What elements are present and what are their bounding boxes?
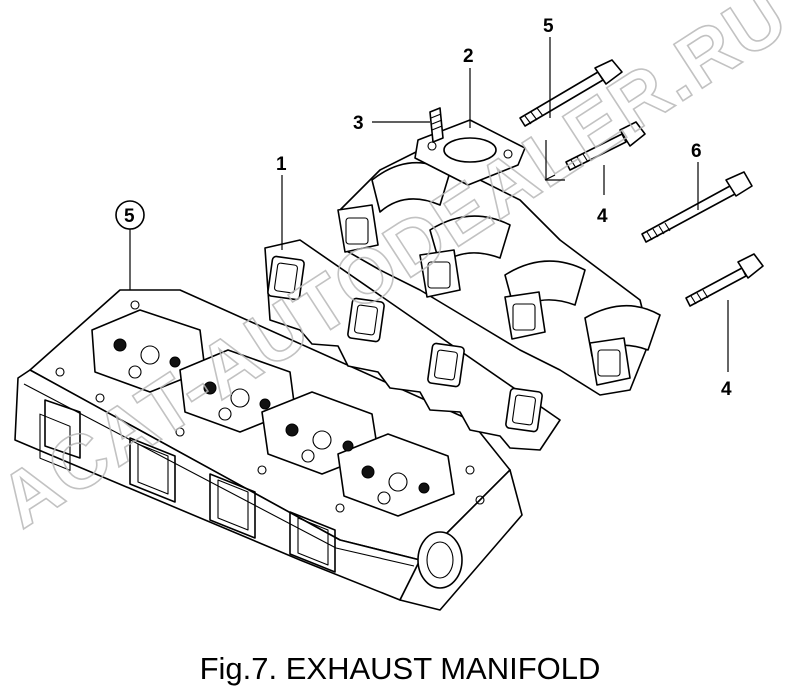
callout-4-upper: 4 [597,206,608,227]
callout-5-circled: 5 [115,200,145,230]
callout-3: 3 [353,113,364,134]
bolt-upper [565,121,646,171]
stud [429,107,444,143]
callout-5: 5 [543,16,554,37]
callout-1: 1 [276,154,287,175]
leader-lines [129,37,729,372]
exhaust-manifold [337,119,661,396]
callout-4-lower: 4 [721,379,732,400]
gasket [264,239,561,451]
figure-caption: Fig.7. EXHAUST MANIFOLD [199,651,601,686]
valve-holes [55,300,485,513]
bolt-top [519,59,623,127]
svg-text:5: 5 [124,206,135,227]
callout-2: 2 [463,46,474,67]
bolt-long [641,171,753,243]
bolt-lower [685,253,764,307]
cylinder-head [14,289,523,611]
callout-6: 6 [691,141,702,162]
